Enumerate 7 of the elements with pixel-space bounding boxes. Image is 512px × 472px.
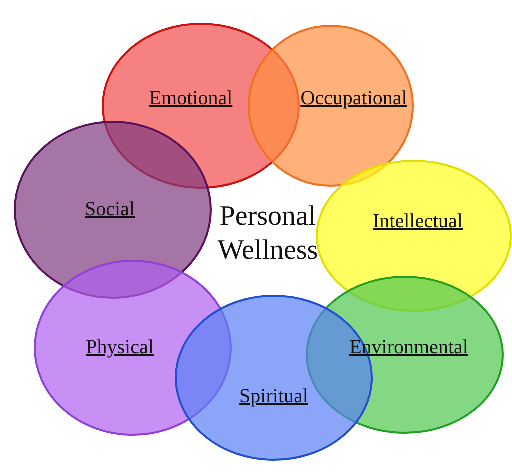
dimension-label: Spiritual <box>240 386 308 408</box>
dimension-label: Physical <box>86 336 154 360</box>
dimension-label: Emotional <box>149 88 233 110</box>
center-title: Personal Wellness <box>216 200 320 268</box>
dimension-label: Intellectual <box>373 210 463 234</box>
dimension-label: Occupational <box>300 88 408 110</box>
dimension-label: Social <box>85 198 135 222</box>
